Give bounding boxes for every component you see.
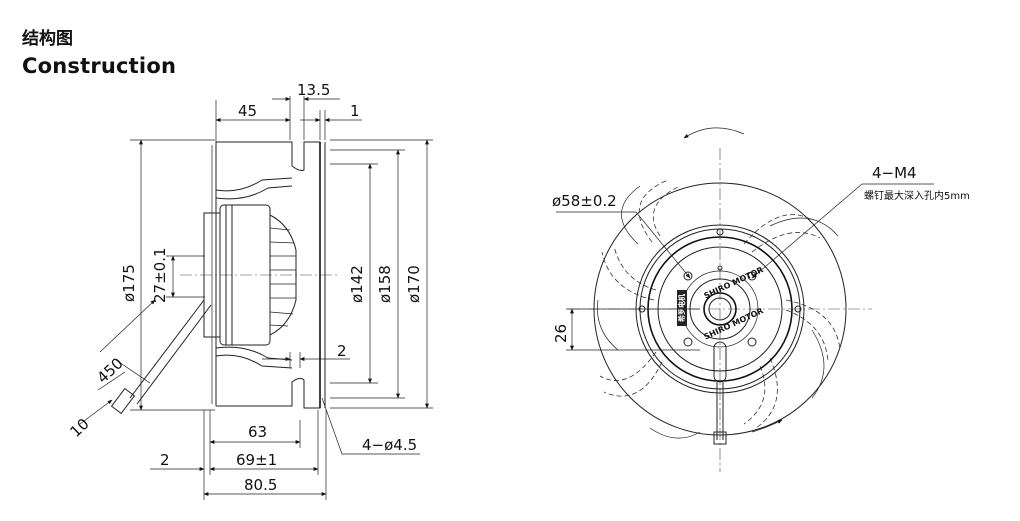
dim-diameter-58: ø58±0.2: [552, 192, 617, 210]
dim-1: 1: [350, 102, 360, 120]
dim-diameter-158: ø158: [376, 265, 394, 303]
screw-depth-note: 螺钉最大深入孔内5mm: [864, 189, 970, 202]
impeller-blades: [597, 179, 841, 439]
dim-80-5: 80.5: [244, 476, 277, 494]
dim-26: 26: [552, 324, 570, 343]
airflow-arrow-icon: [751, 419, 783, 433]
dim-10: 10: [66, 415, 92, 441]
dim-63: 63: [248, 423, 267, 441]
heading-chinese: 结构图: [22, 29, 73, 49]
dim-27: 27±0.1: [151, 247, 169, 303]
cable: [79, 299, 212, 425]
dim-45: 45: [238, 102, 257, 120]
logo-badge: 希罗电机: [677, 294, 686, 323]
front-view: SHIRO MOTOR SHIRO MOTOR 希罗电机 ø58±0.2 4−M…: [552, 127, 970, 472]
dim-cable-450: 450: [93, 354, 126, 387]
dim-m4: 4−M4: [872, 164, 917, 182]
dim-69: 69±1: [236, 451, 277, 469]
dim-diameter-170: ø170: [405, 265, 423, 303]
dim-2-outer: 2: [160, 451, 170, 469]
dim-diameter-175: ø175: [120, 264, 138, 302]
rotation-arrow-icon: [683, 127, 745, 139]
dim-holes: 4−ø4.5: [362, 436, 417, 454]
heading-construction: Construction: [22, 54, 177, 78]
dim-2-inner: 2: [337, 342, 347, 360]
side-view: 13.5 45 1 ø175 27±0.1 ø142 ø158 ø170 450…: [66, 81, 433, 500]
cable-outlet: [713, 341, 727, 445]
dim-13-5: 13.5: [297, 81, 330, 99]
dim-diameter-142: ø142: [348, 265, 366, 303]
motor-fins: [269, 227, 296, 327]
